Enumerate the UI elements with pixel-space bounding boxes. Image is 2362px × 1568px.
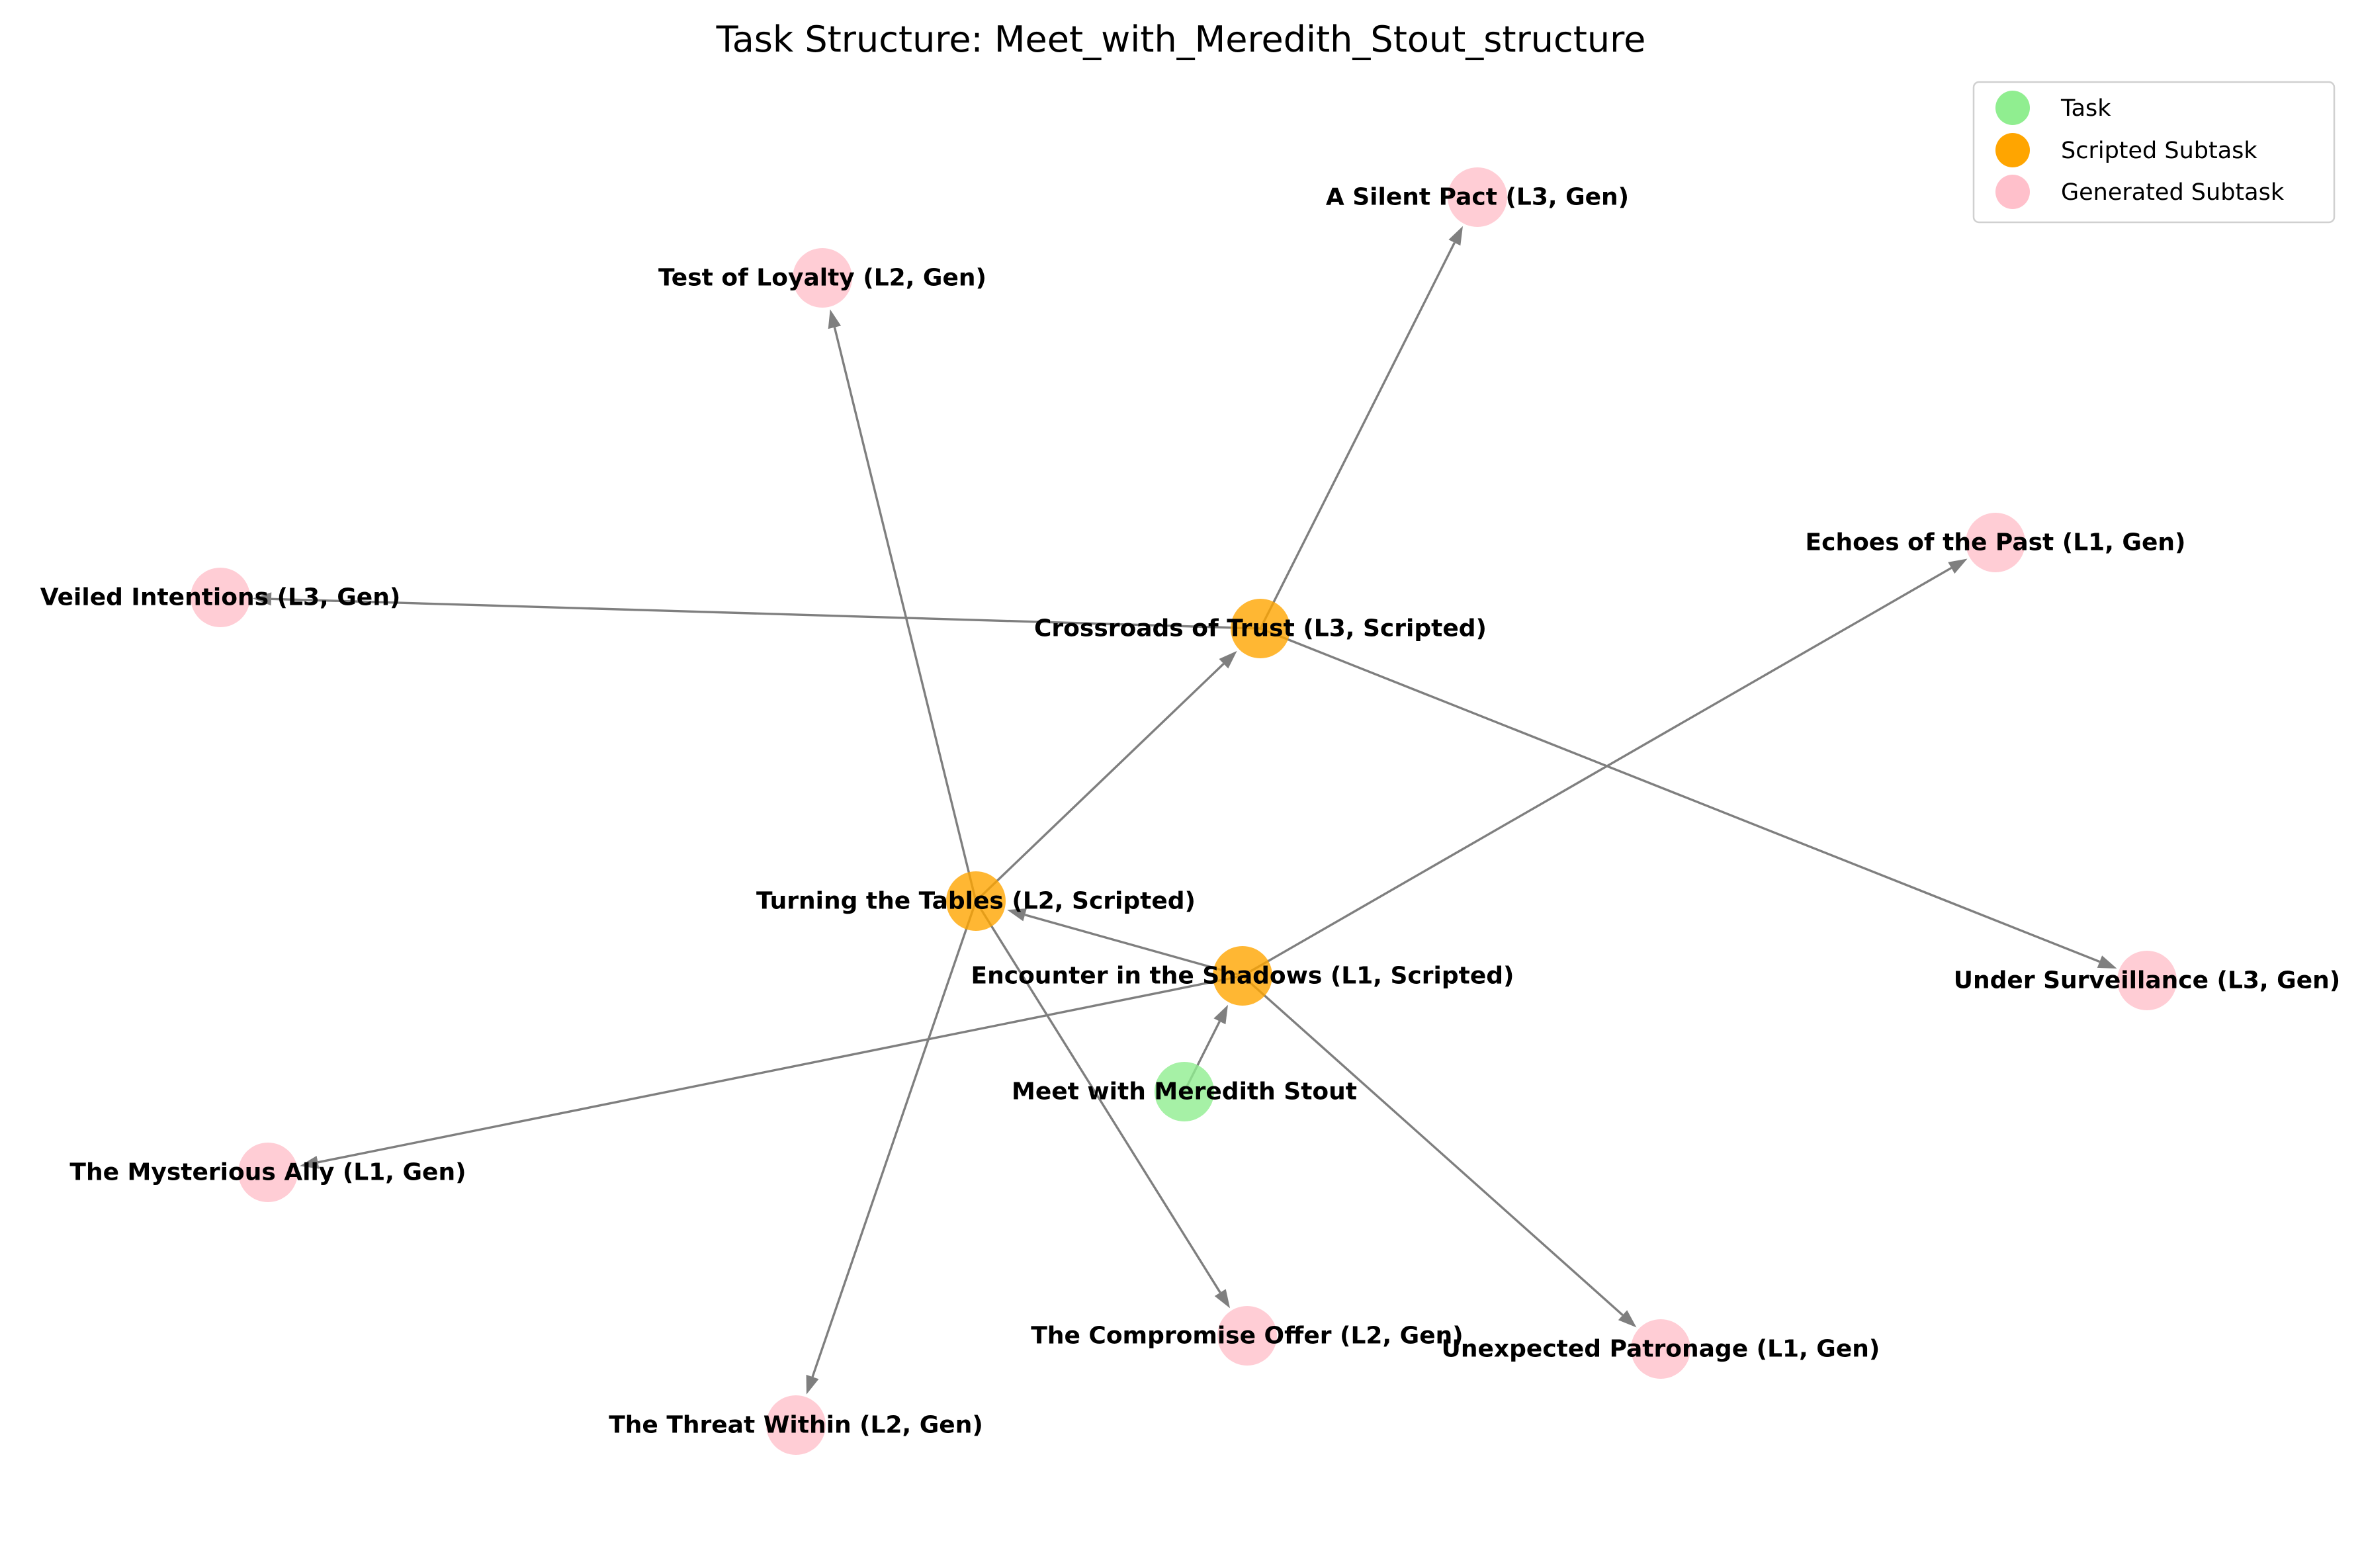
node-the-mysterious-ally-l1-gen[interactable] xyxy=(238,1143,298,1202)
edge-encounter-to-echoes xyxy=(1242,566,1952,977)
node-test-of-loyalty-l2-gen[interactable] xyxy=(793,248,852,308)
edge-crossroads-to-silent xyxy=(1259,242,1456,629)
arrowhead-encounter-to-patronage xyxy=(1618,1310,1637,1328)
arrowhead-crossroads-to-surveillance xyxy=(2097,955,2117,969)
legend-scripted-marker xyxy=(1995,133,2030,167)
arrowhead-turning-to-compromise xyxy=(1214,1289,1231,1309)
edge-crossroads-to-surveillance xyxy=(1260,627,2101,963)
edge-crossroads-to-veiled xyxy=(271,597,1261,630)
arrowhead-encounter-to-ally xyxy=(300,1155,320,1169)
node-label-turning-the-tables-l2-scripted: Turning the Tables (L2, Scripted) xyxy=(756,888,1196,915)
node-label-the-mysterious-ally-l1-gen: The Mysterious Ally (L1, Gen) xyxy=(69,1159,466,1186)
node-the-threat-within-l2-gen[interactable] xyxy=(766,1395,826,1455)
nodes-layer xyxy=(191,167,2177,1455)
node-label-the-threat-within-l2-gen: The Threat Within (L2, Gen) xyxy=(609,1412,983,1439)
edge-encounter-to-ally xyxy=(318,975,1243,1164)
node-label-under-surveillance-l3-gen: Under Surveillance (L3, Gen) xyxy=(1954,967,2340,994)
node-echoes-of-the-past-l1-gen[interactable] xyxy=(1966,513,2025,572)
arrowhead-meet-to-encounter xyxy=(1213,1004,1228,1025)
node-a-silent-pact-l3-gen[interactable] xyxy=(1448,167,1507,227)
edge-encounter-to-patronage xyxy=(1241,975,1624,1316)
arrowhead-turning-to-loyalty xyxy=(828,309,842,329)
node-label-encounter-in-the-shadows-l1-scripted: Encounter in the Shadows (L1, Scripted) xyxy=(971,963,1514,990)
node-unexpected-patronage-l1-gen[interactable] xyxy=(1631,1319,1690,1379)
arrowhead-crossroads-to-veiled xyxy=(252,592,272,606)
node-the-compromise-offer-l2-gen[interactable] xyxy=(1217,1306,1277,1366)
node-label-the-compromise-offer-l2-gen: The Compromise Offer (L2, Gen) xyxy=(1031,1323,1463,1350)
node-under-surveillance-l3-gen[interactable] xyxy=(2117,951,2177,1010)
node-label-veiled-intentions-l3-gen: Veiled Intentions (L3, Gen) xyxy=(40,584,401,611)
arrowhead-turning-to-threat xyxy=(806,1374,819,1395)
legend: Task Scripted Subtask Generated Subtask xyxy=(1972,81,2336,224)
node-label-test-of-loyalty-l2-gen: Test of Loyalty (L2, Gen) xyxy=(658,265,986,292)
edge-turning-to-threat xyxy=(811,900,977,1377)
legend-task-marker xyxy=(1995,91,2030,125)
arrowhead-crossroads-to-silent xyxy=(1448,226,1463,246)
node-crossroads-of-trust-l3-scripted[interactable] xyxy=(1231,599,1290,658)
node-label-crossroads-of-trust-l3-scripted: Crossroads of Trust (L3, Scripted) xyxy=(1034,615,1487,642)
edges-layer xyxy=(252,226,2117,1395)
legend-scripted-label: Scripted Subtask xyxy=(2061,138,2257,164)
arrowhead-encounter-to-turning xyxy=(1007,908,1027,922)
node-veiled-intentions-l3-gen[interactable] xyxy=(191,568,250,627)
edge-turning-to-loyalty xyxy=(833,327,977,902)
node-label-a-silent-pact-l3-gen: A Silent Pact (L3, Gen) xyxy=(1326,184,1629,211)
edge-turning-to-crossroads xyxy=(975,663,1225,902)
legend-generated-marker xyxy=(1995,175,2030,209)
legend-task-label: Task xyxy=(2060,95,2111,122)
diagram-title: Task Structure: Meet_with_Meredith_Stout… xyxy=(716,19,1646,60)
node-label-echoes-of-the-past-l1-gen: Echoes of the Past (L1, Gen) xyxy=(1806,529,2186,556)
legend-frame xyxy=(1972,81,2336,224)
arrowhead-encounter-to-echoes xyxy=(1948,558,1968,574)
edge-turning-to-compromise xyxy=(975,900,1221,1293)
node-label-meet-with-meredith-stout: Meet with Meredith Stout xyxy=(1012,1078,1357,1106)
edge-encounter-to-turning xyxy=(1024,914,1243,977)
legend-generated-label: Generated Subtask xyxy=(2061,179,2285,206)
node-encounter-in-the-shadows-l1-scripted[interactable] xyxy=(1213,946,1272,1006)
arrowhead-turning-to-crossroads xyxy=(1219,650,1237,669)
node-meet-with-meredith-stout[interactable] xyxy=(1155,1062,1214,1121)
labels-layer: Meet with Meredith Stout Encounter in the… xyxy=(40,184,2341,1439)
node-turning-the-tables-l2-scripted[interactable] xyxy=(946,871,1006,931)
node-label-unexpected-patronage-l1-gen: Unexpected Patronage (L1, Gen) xyxy=(1442,1336,1880,1363)
